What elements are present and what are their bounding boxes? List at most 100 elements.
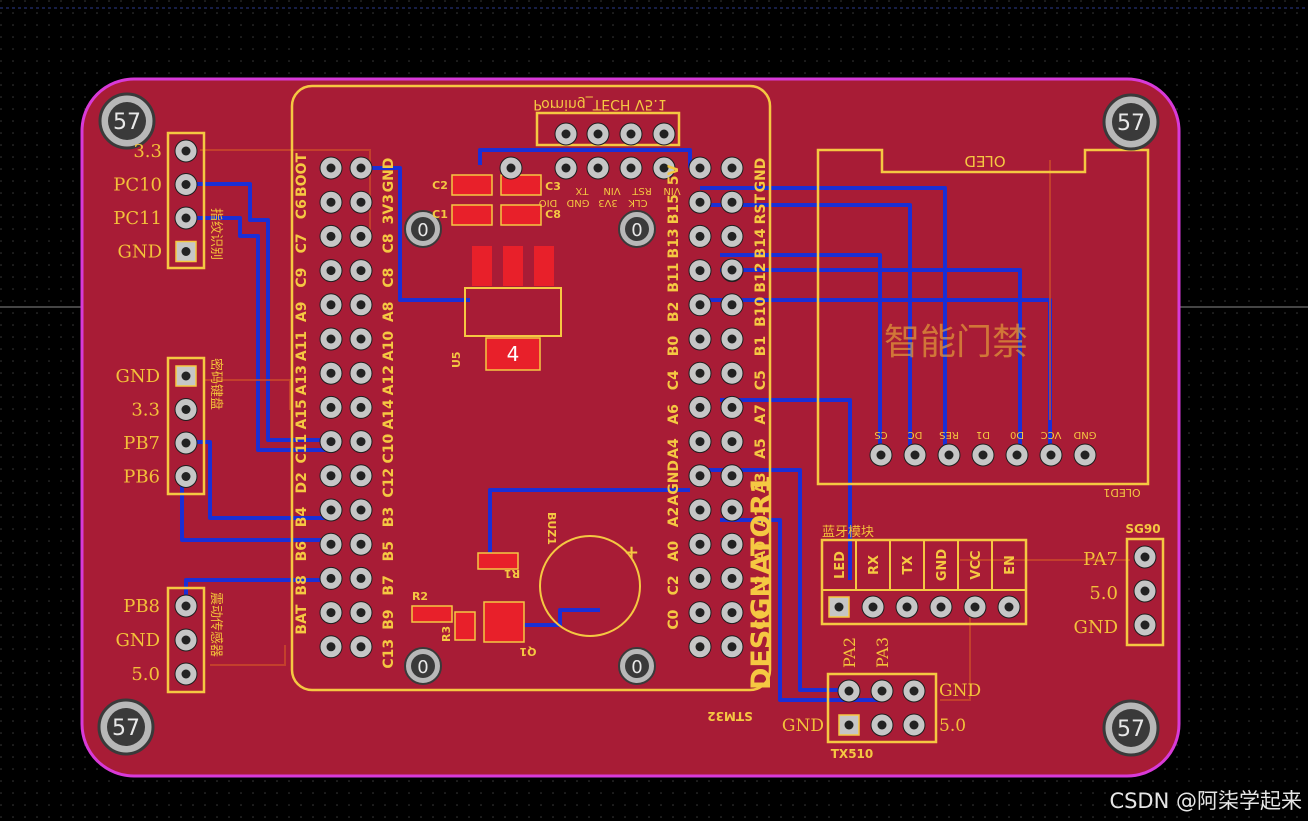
r2-label: R2 [412,590,428,603]
oled-pad [869,443,893,467]
stm32-pad [688,224,712,248]
stm32-pad [720,224,744,248]
fingerprint-pad [174,206,198,230]
fingerprint-header-outline [166,131,206,270]
tx510-pad [902,679,926,703]
stm32-pad [319,327,343,351]
stm32-pad [349,395,373,419]
stm32-col3-label: B15 [666,194,682,224]
vibration-pin-label: 5.0 [131,664,160,685]
top-header-row1-label: CLK [628,197,648,208]
stm32-pad [319,601,343,625]
sg90-pin-label: 5.0 [1089,583,1118,604]
stm32-right-label: C0 [753,609,769,629]
stm32-right-label: RST [753,194,769,225]
stm32-col2-label: A9 [294,302,310,323]
oled-pin-label: VCC [1041,429,1062,440]
stm32-col2-label: C11 [294,434,310,464]
stm32-col3-label: C4 [666,370,682,390]
stm32-right-label: B12 [753,263,769,293]
bluetooth-pin-label: RX [867,555,882,575]
mount-hole-label: 57 [1117,717,1145,742]
stm32-designator: STM32 [707,709,752,723]
stm32-col2-label: B6 [294,541,310,561]
stm32-pad [720,498,744,522]
stm32-pad [349,464,373,488]
stm32-col2-label: C6 [294,199,310,219]
stm32-right-label: B14 [753,228,769,258]
stm32-col2-label: A15 [294,399,310,429]
tx510-header-outline [826,672,938,744]
stm32-pad [349,327,373,351]
stm32-col2-label: A13 [294,365,310,395]
stm32-col3-label: A2 [666,507,682,528]
stm32-pad [349,498,373,522]
u5-body [464,287,562,337]
stm32-col3-label: B13 [666,228,682,258]
stm32-pad [720,430,744,454]
stm32-left-label: B7 [381,575,397,595]
sg90-pad [1133,613,1157,637]
stm32-left-label: A14 [381,399,397,430]
u5-tab [485,337,541,371]
mount-hole-2: 57 [97,698,155,756]
keypad-label: 密码键盘 [208,358,224,410]
stm32-left-label: C13 [381,639,397,669]
stm32-pad [688,259,712,283]
stm32-pad [720,293,744,317]
stm32-pad [349,361,373,385]
stm32-right-label: GND [753,158,769,193]
keypad-pad [174,465,198,488]
stm32-pad [688,532,712,556]
bluetooth-pin-label: LED [833,551,848,579]
stm32-pad [720,464,744,488]
u5-tab-label: 4 [507,342,520,366]
stm32-col3-label: C0 [666,609,682,629]
module-hole-label: 0 [631,657,642,678]
stm32-left-label: GND [381,158,397,193]
tx510-5v: 5.0 [939,716,966,736]
oled-pad [1039,443,1063,467]
stm32-left-label: C8 [381,233,397,253]
r1-label: R1 [504,567,520,580]
stm32-col3-label: B0 [666,336,682,357]
top-header-row2-label: VIN [603,185,620,196]
stm32-col2-label: B8 [294,575,310,595]
module-hole-label: 0 [417,657,428,678]
stm32-left-label: C8 [381,268,397,288]
top-header-row2-label: VIN [663,185,680,196]
stm32-pad [720,361,744,385]
stm32-pad [688,395,712,419]
keypad-pad [174,398,198,421]
top-header-pad [554,122,578,146]
stm32-left-label: B5 [381,541,397,561]
keypad-header-outline [166,356,206,496]
sg90-label: SG90 [1125,522,1160,536]
via [499,156,523,180]
stm32-col2-label: D2 [294,472,310,493]
oled-pad [1005,443,1029,467]
stm32-pad [349,293,373,317]
module-hole-3: 0 [618,647,656,685]
fingerprint-pin-label: GND [117,242,162,263]
stm32-pin-labels: BOOTC6C7C9A9A11A13A15C11D2B4B6B8BATGND3V… [294,153,769,669]
stm32-col3-label: A6 [666,404,682,425]
oled-pad [971,443,995,467]
stm32-pad [688,190,712,214]
bluetooth-pin-label: TX [901,556,916,575]
stm32-pad [349,259,373,283]
stm32-pad [319,532,343,556]
stm32-pad [688,601,712,625]
bluetooth-pin-label: VCC [969,550,984,579]
top-header-row1-label: GND [566,197,589,208]
oled-pad [1073,443,1097,467]
vibration-label: 震动传感器 [208,592,224,657]
c3-label: C3 [545,180,561,193]
watermark: CSDN @阿柒学起来 [1109,789,1302,813]
oled-pin-label: RES [939,429,959,440]
stm32-col3-label: 5V [666,165,682,186]
stm32-col2-label: A11 [294,331,310,361]
oled-pin-label: D1 [976,429,990,440]
stm32-col3-label: AGND [666,460,682,506]
